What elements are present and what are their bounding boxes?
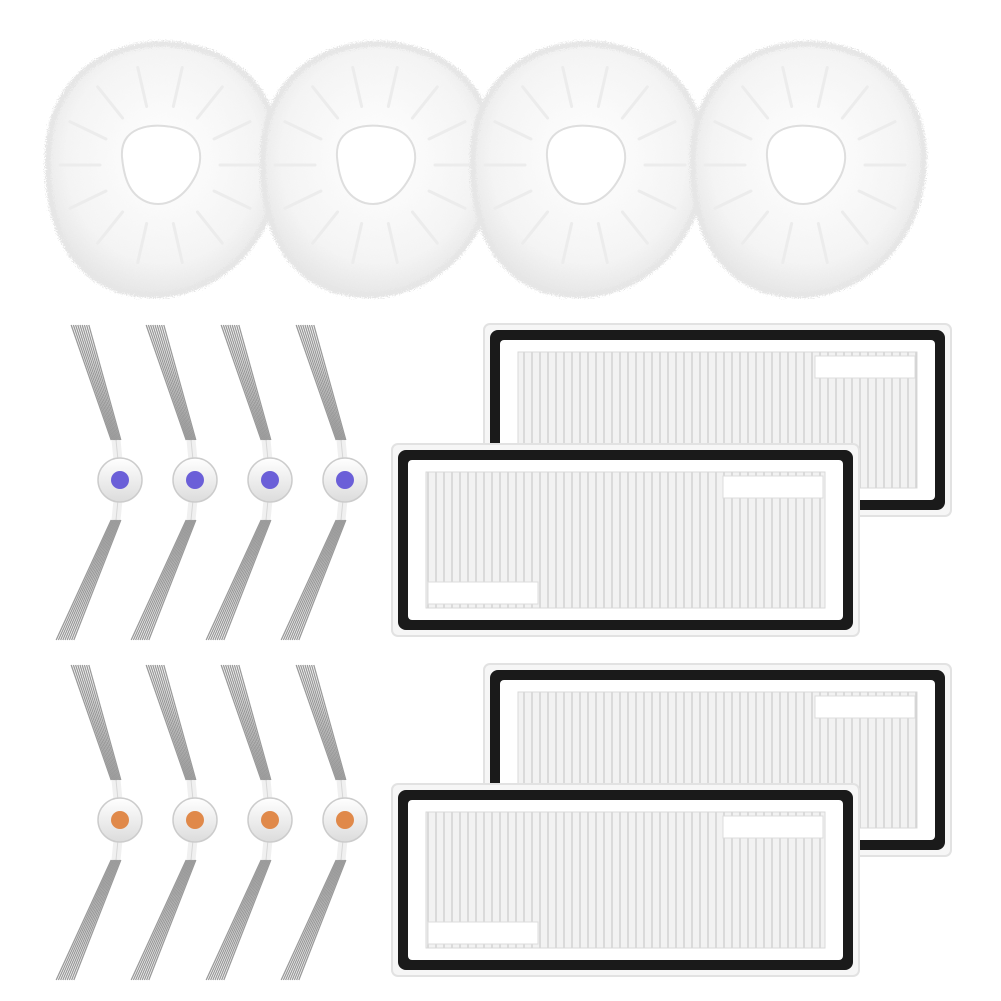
hepa-filter <box>391 783 860 977</box>
side-brush <box>55 324 143 641</box>
mop-pad <box>259 40 497 299</box>
side-brush <box>280 324 368 641</box>
mop-pad <box>689 40 927 299</box>
hepa-filter <box>391 443 860 637</box>
side-brush <box>130 324 218 641</box>
side-brush <box>205 324 293 641</box>
side-brush <box>55 664 143 981</box>
hepa-filters-group <box>391 323 952 977</box>
mop-pad <box>469 40 707 299</box>
side-brush <box>130 664 218 981</box>
side-brush <box>280 664 368 981</box>
mop-pad <box>44 40 282 299</box>
mop-pads-group <box>44 40 927 299</box>
side-brushes-group <box>55 324 368 981</box>
side-brush <box>205 664 293 981</box>
